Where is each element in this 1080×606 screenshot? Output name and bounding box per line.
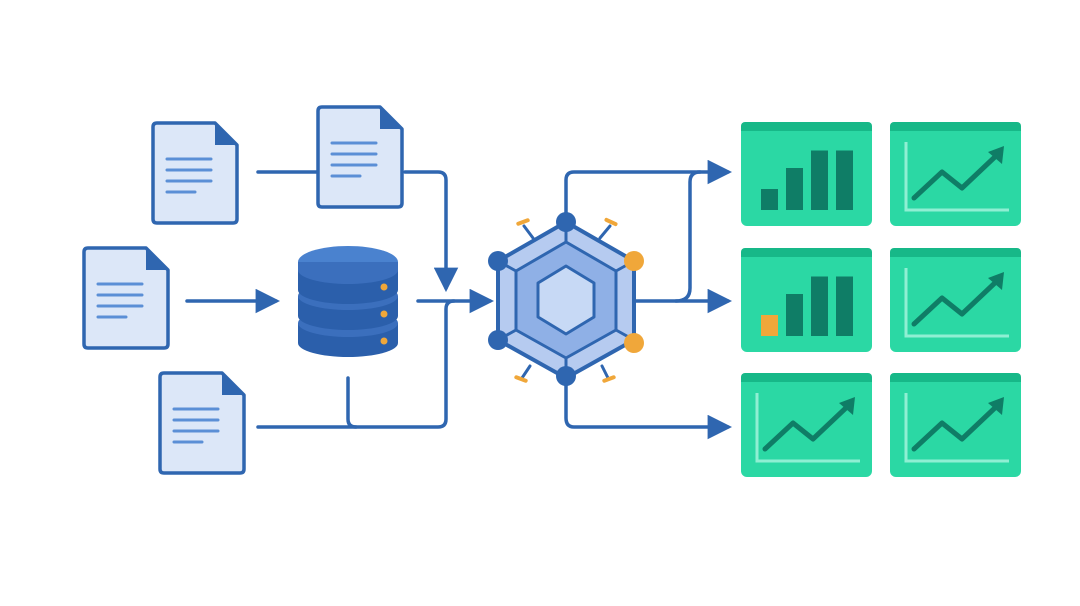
bar-chart-card [741,122,872,226]
chart-bar [786,168,803,210]
flow-connectors [185,159,733,440]
document-icon [316,105,404,209]
trend-arrowhead [988,397,1004,415]
trend-line [762,402,852,452]
database-icon [298,246,398,357]
bar-chart-card [741,248,872,352]
indicator-dot [380,337,388,345]
connector-branch-row2-row1 [674,170,702,303]
connector-database-drop [346,376,358,429]
connector-doc4-to-hub [256,299,456,429]
trend-chart-card [890,248,1021,352]
chart-axis [904,268,1009,338]
output-dashboards [741,122,1021,477]
chart-bar [761,315,778,336]
connector-hub-to-row1 [564,159,733,224]
chart-bar [836,276,853,336]
connector-hub-to-row3 [564,374,733,440]
chart-bar [786,294,803,336]
trend-chart-card [890,373,1021,477]
trend-arrowhead [988,146,1004,164]
chart-bar [761,189,778,210]
chart-axis [904,142,1009,212]
trend-arrowhead [839,397,855,415]
indicator-dot [380,283,388,291]
connector-doc2-to-hub [403,170,459,293]
chart-bar [811,150,828,210]
source-documents [82,105,404,475]
document-icon [158,371,246,475]
trend-chart-card [890,122,1021,226]
trend-line [911,277,1001,327]
trend-line [911,151,1001,201]
trend-chart-card [741,373,872,477]
trend-arrowhead [988,272,1004,290]
document-icon [151,121,239,225]
processing-hub-icon [488,212,644,386]
chart-bar [836,150,853,210]
trend-line [911,402,1001,452]
indicator-dot [380,310,388,318]
chart-axis [904,393,1009,463]
chart-axis [755,393,860,463]
chart-bar [811,276,828,336]
document-icon [82,246,170,350]
